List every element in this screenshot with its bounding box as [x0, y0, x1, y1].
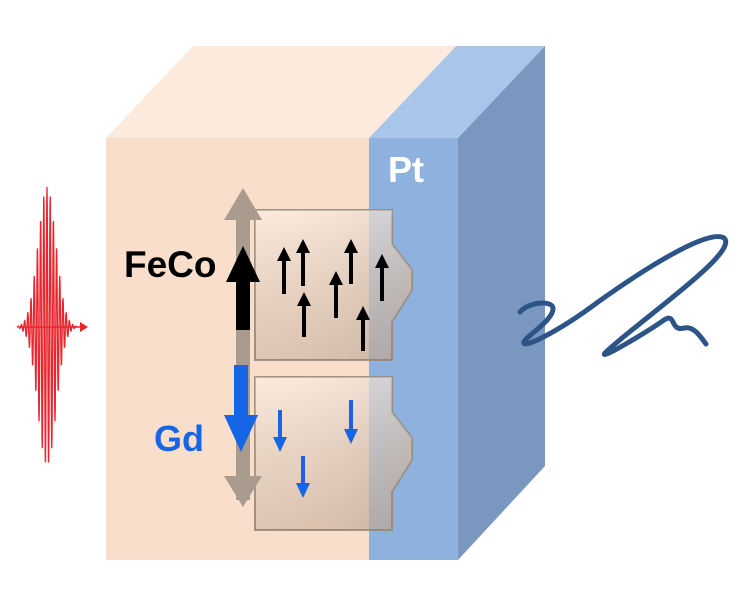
- laser-pulse-arrowhead: [80, 322, 88, 332]
- gd-main-spin-arrow: [224, 365, 258, 452]
- gd-spin-arrow: [344, 400, 358, 444]
- gd-domain: [254, 376, 413, 531]
- feco-spin-arrow: [296, 239, 310, 286]
- thz-wave: [517, 234, 729, 357]
- pt-right-face: [458, 46, 545, 560]
- feco-spin-arrow: [297, 292, 311, 337]
- laser-pulse: [16, 186, 88, 463]
- pt-label: Pt: [388, 149, 424, 190]
- laser-pulse-waveform: [16, 186, 78, 463]
- pt-top-face: [369, 46, 545, 138]
- feco-spin-arrow: [344, 239, 358, 284]
- feco-label: FeCo: [124, 244, 217, 285]
- feco-main-spin-arrow: [226, 246, 260, 330]
- gd-spins: [224, 365, 358, 498]
- feco-spin-arrow: [277, 247, 291, 294]
- gd-spin-arrow: [296, 456, 310, 498]
- feco-spins: [226, 239, 389, 351]
- feco-spin-arrow: [375, 254, 389, 301]
- feco-spin-arrow: [329, 271, 343, 318]
- gd-spin-arrow: [273, 410, 287, 452]
- feco-spin-arrow: [356, 306, 370, 351]
- alloy-top-face: [106, 46, 456, 138]
- gd-label: Gd: [154, 418, 204, 459]
